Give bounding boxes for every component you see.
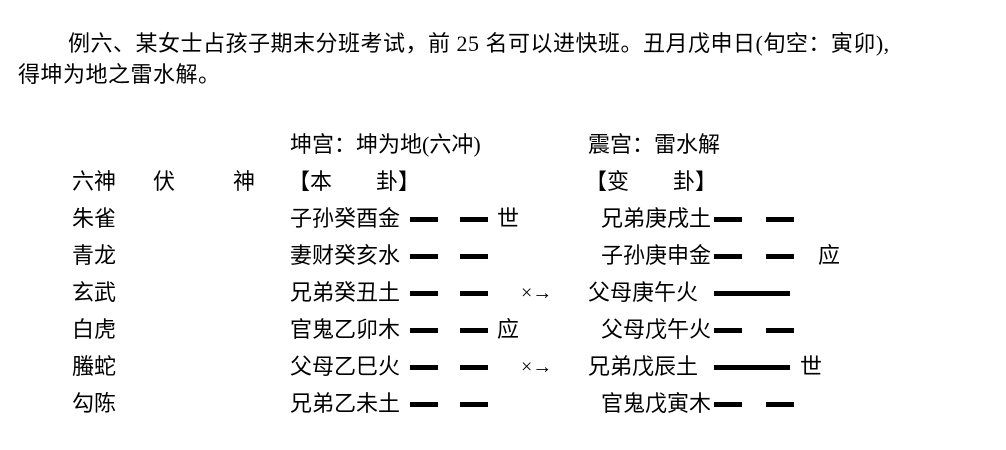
- bian-yao-line-icon: [714, 291, 790, 296]
- column-header-bian-gua: 【变 卦】: [585, 169, 718, 194]
- hexagram-row: 玄武 兄弟癸丑土 ×→ 父母庚午火: [0, 278, 1006, 315]
- column-header-row: 六神 伏 神 【本 卦】 【变 卦】: [0, 167, 1006, 204]
- moving-line-arrow-icon: ×→: [521, 356, 553, 378]
- bian-shi-ying-marker: 世: [800, 354, 823, 379]
- six-god-label: 白虎: [72, 317, 117, 342]
- ben-yao-line-icon: [410, 328, 488, 333]
- ben-yao-line-icon: [410, 291, 488, 296]
- six-god-label: 勾陈: [72, 391, 117, 416]
- bian-yao-line-icon: [714, 402, 794, 407]
- ben-line-text: 兄弟癸丑土: [290, 280, 401, 305]
- bian-line-text: 子孙庚申金: [601, 243, 712, 268]
- hexagram-row: 青龙 妻财癸亥水 子孙庚申金 应: [0, 241, 1006, 278]
- ben-line-text: 官鬼乙卯木: [290, 317, 401, 342]
- hexagram-row: 螣蛇 父母乙巳火 ×→ 兄弟戊辰土 世: [0, 352, 1006, 389]
- ben-shi-ying-marker: 世: [497, 206, 520, 231]
- intro-paragraph-line1: 例六、某女士占孩子期末分班考试，前 25 名可以进快班。丑月戊申日(旬空：寅卯)…: [68, 31, 890, 56]
- six-god-label: 朱雀: [72, 206, 117, 231]
- bian-shi-ying-marker: 应: [818, 243, 841, 268]
- intro-paragraph-line2: 得坤为地之雷水解。: [18, 62, 221, 87]
- bian-yao-line-icon: [714, 254, 794, 259]
- bian-yao-line-icon: [714, 365, 790, 370]
- six-god-label: 青龙: [72, 243, 117, 268]
- moving-line-arrow-icon: ×→: [521, 282, 553, 304]
- ben-yao-line-icon: [410, 402, 488, 407]
- six-god-label: 螣蛇: [72, 354, 117, 379]
- column-header-ben-gua: 【本 卦】: [288, 169, 421, 194]
- ben-line-text: 子孙癸酉金: [290, 206, 401, 231]
- bian-line-text: 父母戊午火: [601, 317, 712, 342]
- ben-yao-line-icon: [410, 254, 488, 259]
- hexagram-row: 白虎 官鬼乙卯木 应 父母戊午火: [0, 315, 1006, 352]
- ben-yao-line-icon: [410, 365, 488, 370]
- palace-title-row: 坤宫：坤为地(六冲) 震宫：雷水解: [0, 130, 1006, 167]
- bian-gua-palace-title: 震宫：雷水解: [588, 132, 721, 157]
- column-header-fushen-b: 神: [233, 169, 256, 194]
- ben-yao-line-icon: [410, 217, 488, 222]
- bian-line-text: 父母庚午火: [588, 280, 699, 305]
- column-header-liushen: 六神: [72, 169, 117, 194]
- bian-line-text: 兄弟庚戌土: [601, 206, 712, 231]
- ben-shi-ying-marker: 应: [497, 317, 520, 342]
- ben-gua-palace-title: 坤宫：坤为地(六冲): [290, 132, 481, 157]
- hexagram-row: 勾陈 兄弟乙未土 官鬼戊寅木: [0, 389, 1006, 426]
- six-god-label: 玄武: [72, 280, 117, 305]
- bian-yao-line-icon: [714, 217, 794, 222]
- ben-line-text: 妻财癸亥水: [290, 243, 401, 268]
- ben-line-text: 父母乙巳火: [290, 354, 401, 379]
- bian-line-text: 兄弟戊辰土: [588, 354, 699, 379]
- hexagram-row: 朱雀 子孙癸酉金 世 兄弟庚戌土: [0, 204, 1006, 241]
- ben-line-text: 兄弟乙未土: [290, 391, 401, 416]
- bian-line-text: 官鬼戊寅木: [601, 391, 712, 416]
- column-header-fushen-a: 伏: [153, 169, 176, 194]
- bian-yao-line-icon: [714, 328, 794, 333]
